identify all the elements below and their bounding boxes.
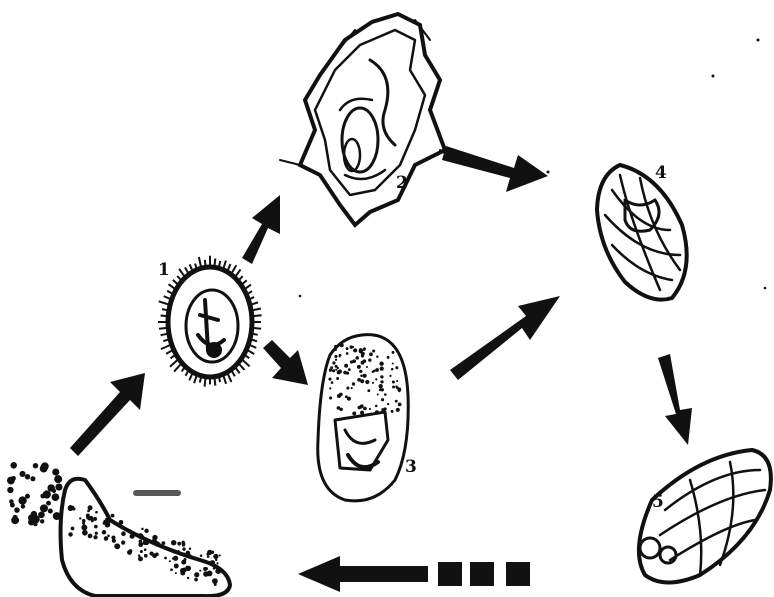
arrow-stage-5-to-source [298, 556, 530, 592]
arrow-stage-1-to-stage-2 [242, 195, 280, 264]
stage-4-banded-egg-icon [597, 165, 687, 300]
arrow-stage-4-to-stage-5 [658, 354, 692, 445]
stage-5-label: 5 [652, 492, 664, 512]
stage-3-label: 3 [405, 457, 417, 477]
stage-5-capsule-icon [639, 450, 771, 583]
arrow-stage-1-to-stage-3 [263, 340, 308, 385]
stage-1-label: 1 [158, 260, 170, 280]
arrow-stage-3-to-stage-4 [450, 296, 560, 380]
stage-3-dotted-cell-icon [318, 335, 409, 501]
stage-2-label: 2 [396, 173, 408, 193]
arrow-source-to-stage-1 [70, 373, 145, 456]
source-organism-icon [61, 479, 230, 596]
stage-2-winged-egg-icon [280, 14, 455, 225]
stage-1-spiny-cell-icon [158, 256, 262, 387]
arrow-stage-2-to-stage-4 [442, 146, 548, 192]
stage-4-label: 4 [655, 163, 667, 183]
